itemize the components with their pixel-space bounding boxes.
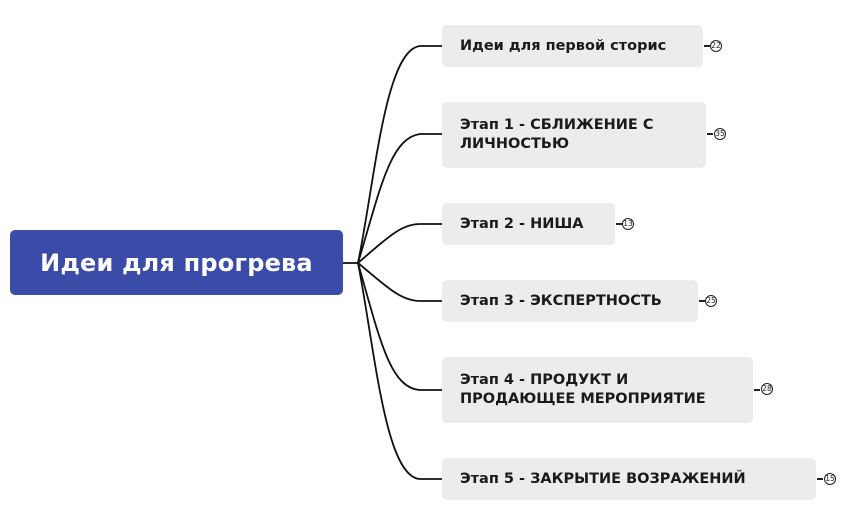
topic-stage-1[interactable]: Этап 1 - СБЛИЖЕНИЕ С ЛИЧНОСТЬЮ [442, 102, 706, 168]
badge-connector [707, 133, 713, 135]
badge-connector [817, 478, 823, 480]
badge-connector [616, 223, 622, 225]
topic-first-story-ideas[interactable]: Идеи для первой сторис [442, 25, 703, 67]
subtopic-count-badge[interactable]: 22 [710, 40, 722, 52]
subtopic-count-badge[interactable]: 13 [622, 218, 634, 230]
badge-count: 22 [711, 41, 721, 51]
badge-count: 15 [825, 474, 835, 484]
subtopic-count-badge[interactable]: 15 [824, 473, 836, 485]
badge-connector [754, 389, 760, 391]
topic-stage-3[interactable]: Этап 3 - ЭКСПЕРТНОСТЬ [442, 280, 698, 322]
topic-stage-4[interactable]: Этап 4 - ПРОДУКТ И ПРОДАЮЩЕЕ МЕРОПРИЯТИЕ [442, 357, 753, 423]
topic-label: Этап 1 - СБЛИЖЕНИЕ С ЛИЧНОСТЬЮ [460, 117, 654, 152]
badge-count: 25 [706, 296, 716, 306]
topic-label: Идеи для первой сторис [460, 37, 667, 54]
topic-label: Этап 3 - ЭКСПЕРТНОСТЬ [460, 292, 662, 309]
topic-label: Этап 2 - НИША [460, 215, 584, 232]
topic-stage-2[interactable]: Этап 2 - НИША [442, 203, 615, 245]
badge-count: 35 [715, 129, 725, 139]
subtopic-count-badge[interactable]: 28 [761, 383, 773, 395]
subtopic-count-badge[interactable]: 25 [705, 295, 717, 307]
badge-connector [699, 300, 705, 302]
root-topic[interactable]: Идеи для прогрева [10, 230, 343, 295]
subtopic-count-badge[interactable]: 35 [714, 128, 726, 140]
topic-label: Этап 5 - ЗАКРЫТИЕ ВОЗРАЖЕНИЙ [460, 470, 746, 487]
badge-connector [704, 45, 710, 47]
topic-label: Этап 4 - ПРОДУКТ И ПРОДАЮЩЕЕ МЕРОПРИЯТИЕ [460, 372, 706, 407]
root-topic-label: Идеи для прогрева [40, 248, 313, 277]
badge-count: 13 [623, 219, 633, 229]
topic-stage-5[interactable]: Этап 5 - ЗАКРЫТИЕ ВОЗРАЖЕНИЙ [442, 458, 816, 500]
badge-count: 28 [762, 384, 772, 394]
